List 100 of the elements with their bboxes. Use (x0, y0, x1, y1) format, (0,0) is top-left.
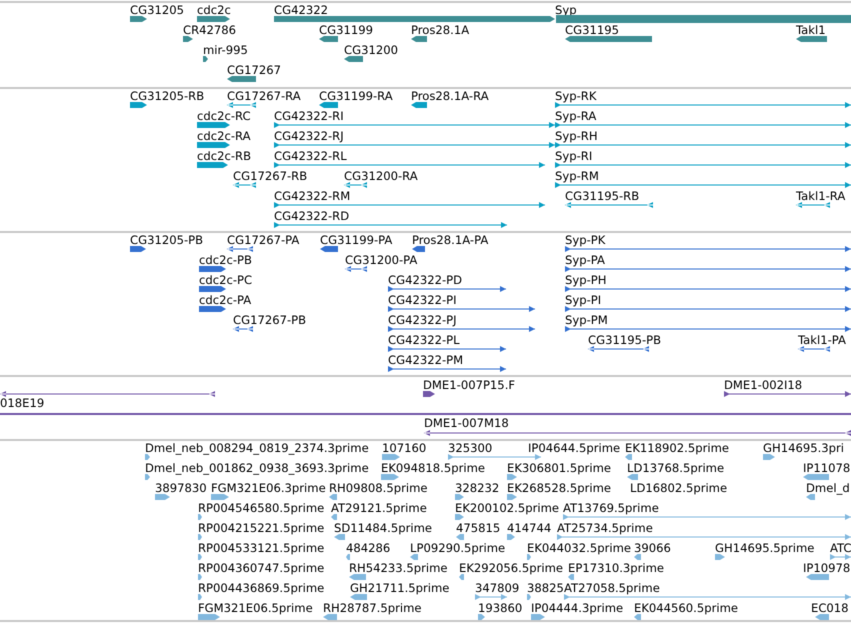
feature-label: Pros28.1A-RA (411, 89, 489, 103)
feature-label: 328232 (455, 481, 500, 495)
feature-label: EK044032.5prime (527, 541, 632, 555)
feature-label: Pros28.1A (411, 23, 470, 37)
feature-label: CG42322-RM (274, 189, 350, 203)
feature-label: CG31199-PA (320, 233, 392, 247)
feature-label: Syp-RK (555, 89, 596, 103)
feature-label: Takl1 (796, 23, 826, 37)
feature-label: mir-995 (203, 43, 248, 57)
feature-label: CR42786 (183, 23, 236, 37)
feature-label: CG31199 (319, 23, 373, 37)
feature-label: EK200102.5prime (455, 501, 560, 515)
feature-label: CG42322-RI (274, 109, 344, 123)
feature-label: FGM321E06.5prime (198, 601, 313, 615)
feature-label: Syp-PM (565, 313, 608, 327)
feature-label: Syp-RA (555, 109, 596, 123)
feature-label: CG17267-PA (227, 233, 300, 247)
feature-label: 347809 (475, 581, 520, 595)
feature-label: CG42322-RJ (274, 129, 344, 143)
feature-label: CG42322-PJ (388, 313, 457, 327)
feature-label: cdc2c-PC (199, 273, 252, 287)
feature-label: 325300 (448, 441, 492, 455)
feature-label: AT27058.5prime (564, 581, 660, 595)
feature-label: IP04644.5prime (528, 441, 620, 455)
feature-label: IP11078 (803, 461, 850, 475)
feature-label: CG42322-PI (388, 293, 457, 307)
feature-label: CG31195-PB (588, 333, 662, 347)
feature-label: 107160 (382, 441, 426, 455)
feature-label: Pros28.1A-PA (412, 233, 488, 247)
feature-label: cdc2c (197, 3, 231, 17)
feature-label: CG31195-RB (565, 189, 640, 203)
feature-label: DME1-002I18 (724, 378, 802, 392)
feature-label: 018E19 (0, 396, 44, 410)
feature-label: EC018 (811, 601, 849, 615)
feature-label: CG42322-RD (274, 209, 350, 223)
feature-label: CG31195 (565, 23, 619, 37)
feature-label: RP004533121.5prime (198, 541, 324, 555)
feature-label: 475815 (456, 521, 500, 535)
feature-label: RP004436869.5prime (198, 581, 324, 595)
feature-label: CG31199-RA (319, 89, 393, 103)
feature-label: CG31200 (344, 43, 398, 57)
feature-label: AT29121.5prime (331, 501, 427, 515)
feature-label: Syp-RH (555, 129, 598, 143)
feature-label: IP10978 (803, 561, 850, 575)
feature-label: CG17267-RA (227, 89, 301, 103)
feature-label: CG17267-PB (233, 313, 306, 327)
feature-label: Syp-PH (565, 273, 606, 287)
feature-label: cdc2c-RC (197, 109, 251, 123)
feature-label: RP004215221.5prime (198, 521, 324, 535)
feature-label: EK268528.5prime (507, 481, 612, 495)
feature-label: Takl1-PA (798, 333, 846, 347)
feature-label: CG31200-PA (345, 253, 418, 267)
feature-label: CG31200-RA (344, 169, 418, 183)
feature-label: CG42322-PD (388, 273, 462, 287)
feature-label: GH14695.3pri (763, 441, 844, 455)
feature-label: AT25734.5prime (557, 521, 653, 535)
feature-label: CG17267 (227, 63, 281, 77)
feature-label: RH54233.5prime (349, 561, 448, 575)
feature-label: CG42322-PL (388, 333, 460, 347)
feature-label: RH28787.5prime (323, 601, 422, 615)
feature-label: LD13768.5prime (627, 461, 724, 475)
feature-label: Dmel_neb_001862_0938_3693.3prime (145, 461, 369, 475)
feature-label: Syp-PA (565, 253, 605, 267)
feature-label: LP09290.5prime (410, 541, 506, 555)
feature-label: 484286 (346, 541, 390, 555)
feature-label: AT13769.5prime (563, 501, 659, 515)
feature-label: cdc2c-PA (199, 293, 252, 307)
feature-label: RH09808.5prime (329, 481, 428, 495)
feature-label: CG17267-RB (233, 169, 308, 183)
feature-label: Syp-RI (555, 149, 592, 163)
feature-label: GH21711.5prime (350, 581, 450, 595)
feature-label: 39066 (634, 541, 671, 555)
feature-label: Dmel_neb_008294_0819_2374.3prime (145, 441, 369, 455)
feature-label: CG42322-RL (274, 149, 347, 163)
feature-label: DME1-007M18 (424, 416, 509, 430)
feature-label: 193860 (478, 601, 522, 615)
feature-label: FGM321E06.3prime (211, 481, 326, 495)
feature-label: LD16802.5prime (630, 481, 728, 495)
feature-label: DME1-007P15.F (423, 378, 516, 392)
feature-label: 38825 (527, 581, 564, 595)
feature-label: Dmel_d (806, 481, 850, 495)
feature-label: EP17310.3prime (568, 561, 664, 575)
feature-label: EK044560.5prime (634, 601, 738, 615)
feature-label: CG31205 (130, 3, 184, 17)
feature-label: Takl1-RA (796, 189, 846, 203)
feature-label: CG31205-RB (130, 89, 204, 103)
feature-label: ATC (830, 541, 851, 555)
feature-label: Syp-RM (555, 169, 599, 183)
feature-label: CG42322 (274, 3, 328, 17)
feature-label: 3897830 (155, 481, 207, 495)
feature-label: RP004546580.5prime (198, 501, 324, 515)
feature-label: IP04444.3prime (531, 601, 624, 615)
feature-label: RP004360747.5prime (198, 561, 324, 575)
feature-label: 414744 (507, 521, 552, 535)
feature-label: EK292056.5prime (459, 561, 564, 575)
feature-label: cdc2c-PB (199, 253, 252, 267)
feature-label: EK118902.5prime (625, 441, 730, 455)
feature-label: EK094818.5prime (381, 461, 486, 475)
feature-label: cdc2c-RA (197, 129, 251, 143)
feature-label: GH14695.5prime (715, 541, 814, 555)
